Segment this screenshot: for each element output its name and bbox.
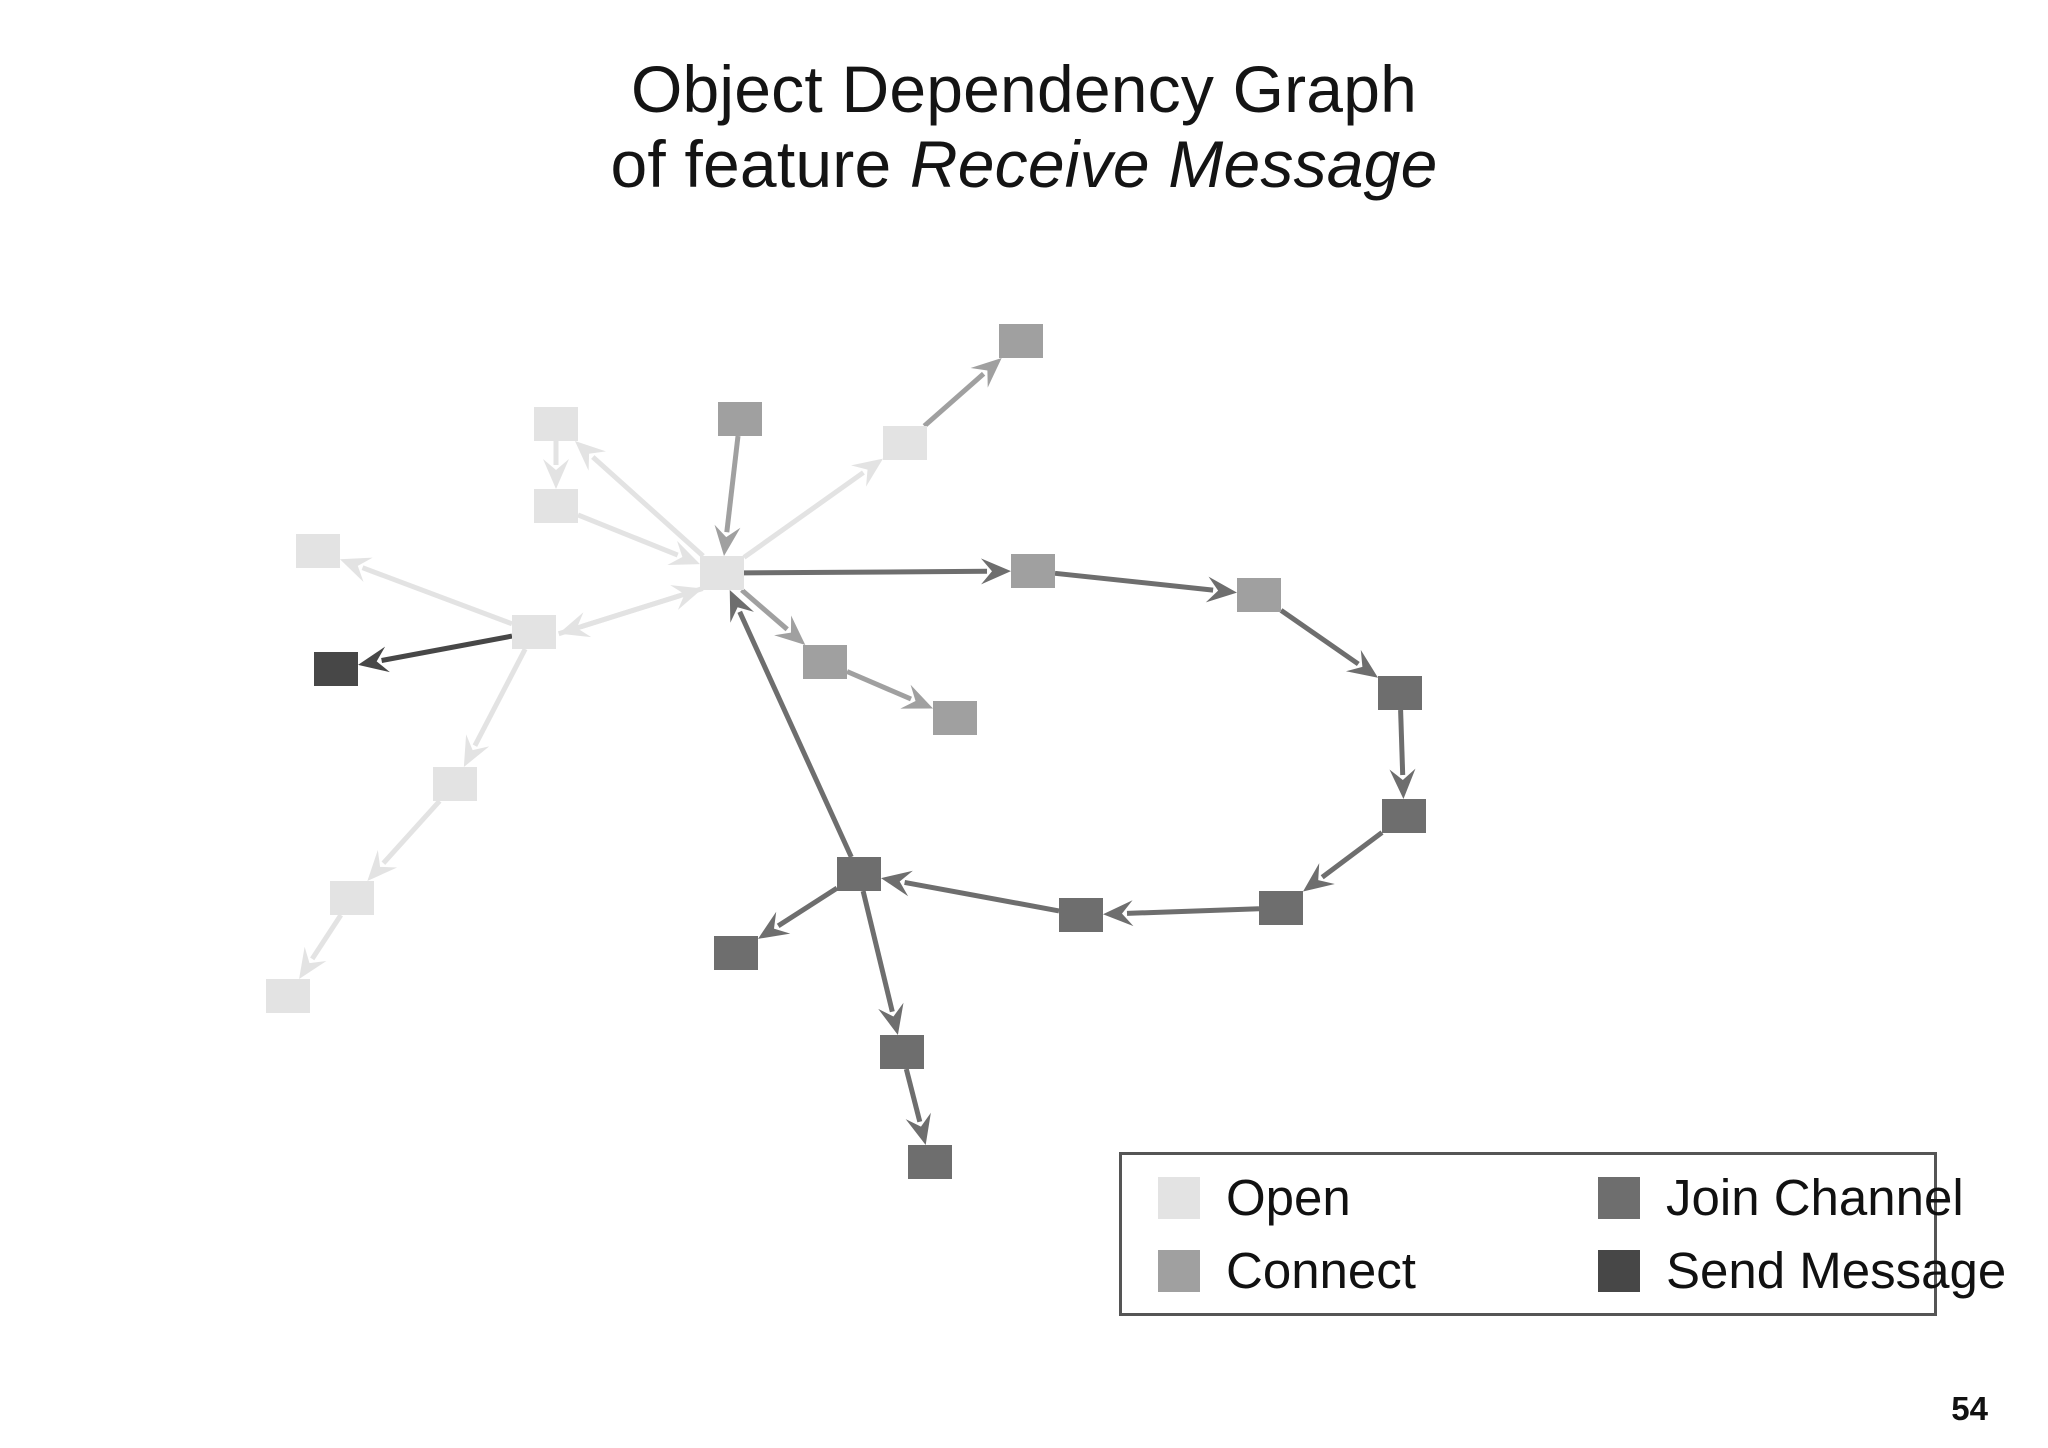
graph-node[interactable] [933,701,977,735]
graph-edge [1320,830,1384,880]
title-line-2-prefix: of feature [610,127,910,202]
legend-item-send-message[interactable]: Send Message [1562,1245,2006,1296]
graph-node[interactable] [1259,891,1303,925]
graph-edge-arrowhead [543,459,569,489]
graph-node[interactable] [1011,554,1055,588]
graph-edge-arrowhead [299,946,327,979]
legend-swatch-open [1158,1176,1200,1219]
graph-node[interactable] [314,652,358,686]
legend-label-connect: Connect [1226,1242,1416,1299]
page-title: Object Dependency Graph of feature Recei… [0,52,2048,202]
graph-node[interactable] [266,979,310,1013]
graph-edge [472,647,528,747]
graph-edge [904,879,1060,914]
graph-edge-arrowhead [667,540,700,565]
graph-node[interactable] [803,645,847,679]
graph-edge [860,890,895,1013]
graph-node[interactable] [330,881,374,915]
graph-edge [381,633,513,663]
title-line-2: of feature Receive Message [0,127,2048,202]
page-number: 54 [1951,1390,1988,1427]
graph-node[interactable] [1059,898,1103,932]
legend-swatch-connect [1158,1249,1200,1292]
graph-edge [724,435,741,533]
graph-edge-arrowhead [729,590,754,623]
legend-label-send-message: Send Message [1666,1242,2007,1299]
graph-edge-arrowhead [340,557,373,582]
graph-edge-arrowhead [1389,768,1416,799]
graph-edge [740,588,789,632]
graph-edge [591,455,705,558]
graph-edge [1126,906,1260,916]
graph-edge [737,610,854,859]
graph-edge [580,586,704,629]
graph-edge-arrowhead [367,850,398,881]
graph-edge [310,913,343,961]
legend-item-join-channel[interactable]: Join Channel [1562,1172,2006,1223]
graph-edge-arrowhead [1345,649,1378,678]
graph-edge-arrowhead [574,441,606,471]
graph-node[interactable] [1382,799,1426,833]
graph-edge-arrowhead [878,1002,904,1035]
graph-edge [922,371,986,428]
legend-label-join-channel: Join Channel [1666,1169,1964,1226]
legend-item-connect[interactable]: Connect [1122,1245,1562,1296]
graph-edge [903,1068,923,1123]
graph-edge-arrowhead [851,458,883,487]
graph-node[interactable] [1237,578,1281,612]
graph-node[interactable] [908,1145,952,1179]
graph-edge [1279,608,1360,667]
graph-edge [557,593,681,637]
graph-node[interactable] [433,767,477,801]
graph-node[interactable] [700,556,744,590]
graph-node[interactable] [718,402,762,436]
graph-edge [577,512,679,558]
graph-edge-layer [299,358,1416,1145]
graph-edge-arrowhead [463,734,490,767]
graph-node[interactable] [837,857,881,891]
legend-item-open[interactable]: Open [1122,1172,1562,1223]
graph-edge-arrowhead [881,870,913,897]
graph-node[interactable] [534,407,578,441]
graph-edge-arrowhead [1205,576,1237,603]
graph-edge-arrowhead [358,646,390,673]
graph-node[interactable] [512,615,556,649]
legend: Open Join Channel Connect Send Message [1119,1152,2006,1316]
graph-edge [361,565,513,627]
graph-node[interactable] [999,324,1043,358]
graph-edge-arrowhead [758,911,791,939]
title-line-1: Object Dependency Graph [630,52,1418,126]
graph-edge [1398,709,1406,776]
graph-edge-arrowhead [774,615,806,645]
title-feature-name: Receive Message [909,127,1438,202]
graph-node[interactable] [880,1035,924,1069]
graph-node-layer [266,324,1426,1179]
legend-swatch-join-channel [1598,1176,1640,1219]
graph-edge-arrowhead [970,358,1002,388]
legend-swatch-send-message [1598,1249,1640,1292]
graph-node[interactable] [534,489,578,523]
graph-edge-arrowhead [905,1112,931,1145]
graph-edge [381,799,442,865]
graph-node[interactable] [714,936,758,970]
graph-edge-arrowhead [1103,900,1134,927]
graph-edge-arrowhead [714,524,741,556]
graph-node[interactable] [1378,676,1422,710]
graph-edge-arrowhead [900,684,933,709]
graph-edge [742,470,865,560]
graph-edge-arrowhead [670,585,703,610]
graph-edge [743,568,988,576]
graph-node[interactable] [883,426,927,460]
legend-label-open: Open [1226,1169,1351,1226]
graph-edge-arrowhead [980,558,1011,585]
graph-edge-arrowhead [558,612,592,638]
graph-edge [1054,570,1214,593]
graph-node[interactable] [296,534,340,568]
graph-edge [846,669,912,702]
graph-edge-arrowhead [1303,863,1335,892]
graph-edge [776,885,839,929]
